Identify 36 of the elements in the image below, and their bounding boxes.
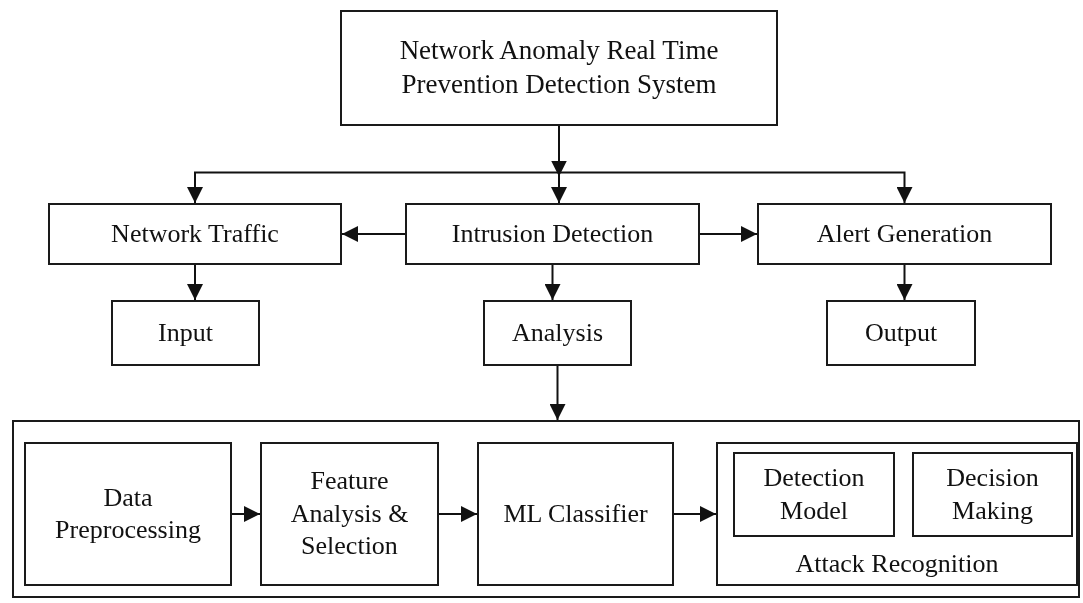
box-label: ML Classifier — [503, 497, 648, 530]
group-box — [716, 442, 1078, 586]
process-box — [826, 300, 976, 366]
arrow — [699, 226, 758, 242]
process-box — [912, 452, 1073, 537]
box-label: Analysis — [512, 316, 603, 349]
arrow — [341, 226, 406, 242]
box-label: Intrusion Detection — [451, 217, 654, 250]
container-box — [12, 420, 1080, 598]
arrow — [544, 264, 561, 301]
box-label: Network Traffic — [111, 217, 279, 250]
process-box — [340, 10, 778, 126]
process-box — [111, 300, 260, 366]
process-box — [757, 203, 1052, 265]
arrow — [549, 365, 566, 421]
process-box — [405, 203, 700, 265]
arrow — [187, 264, 203, 301]
arrow — [438, 506, 478, 522]
process-box — [733, 452, 895, 537]
arrow — [896, 264, 913, 301]
box-label: Alert Generation — [816, 217, 993, 250]
process-box — [483, 300, 632, 366]
arrow — [673, 506, 717, 522]
arrow — [231, 506, 261, 522]
box-label: Detection Model — [762, 462, 866, 527]
box-label: Output — [864, 316, 938, 349]
box-label: Input — [158, 316, 213, 349]
process-box — [24, 442, 232, 586]
process-box — [260, 442, 439, 586]
box-label: Network Anomaly Real Time Prevention Detection System — [398, 34, 720, 101]
box-label: Feature Analysis & Selection — [289, 465, 410, 563]
box-heading: Attack Recognition — [795, 547, 999, 580]
box-label: Decision Making — [945, 462, 1040, 527]
box-label: Data Preprocessing — [54, 481, 202, 546]
process-box — [477, 442, 674, 586]
process-box — [48, 203, 342, 265]
